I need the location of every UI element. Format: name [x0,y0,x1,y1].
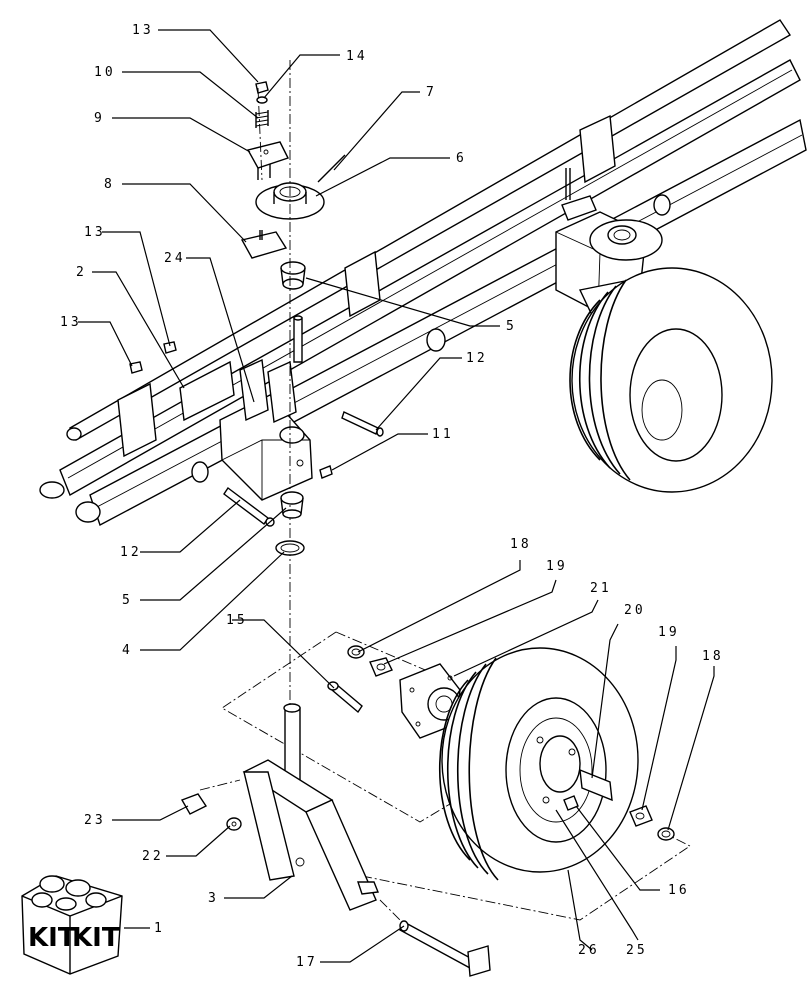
callout-10: 10 [94,65,116,80]
washer-22 [226,817,242,831]
bolt-12-upper [341,411,384,437]
callout-26: 26 [578,943,600,958]
pivot-bracket [219,358,313,501]
callout-17: 17 [296,955,318,970]
callout-4: 4 [122,643,133,658]
callout-15: 15 [226,613,248,628]
callout-12-upper: 12 [466,351,488,366]
callout-7: 7 [426,85,437,100]
callout-16: 16 [668,883,690,898]
callout-6: 6 [456,151,467,166]
callout-23: 23 [84,813,106,828]
nut-19-left [369,657,393,677]
phantom-box-upper [221,631,451,823]
fork-3 [242,703,379,911]
callout-13-mid: 13 [84,225,106,240]
callout-1: 1 [154,921,165,936]
nut-16 [563,795,579,811]
callout-5-upper: 5 [506,319,517,334]
callout-18-left: 18 [510,537,532,552]
wheel-26 [439,647,639,881]
callout-19-left: 19 [546,559,568,574]
nut-23 [180,793,208,815]
callout-5-lower: 5 [122,593,133,608]
callout-22: 22 [142,849,164,864]
callout-3: 3 [208,891,219,906]
kit-label-left: KIT [28,923,76,953]
retaining-ring [275,540,305,556]
nut-11 [319,465,333,479]
callout-2: 2 [76,265,87,280]
kit-label-right: KIT [72,923,120,953]
callout-20: 20 [624,603,646,618]
assembled-wheel [555,168,773,493]
callout-9: 9 [94,111,105,126]
callout-13-top: 13 [132,23,154,38]
kit-box: KIT KIT [21,875,123,975]
callout-8: 8 [104,177,115,192]
top-stack [240,81,346,290]
bushing-lower [280,491,304,519]
callout-21: 21 [590,581,612,596]
callout-12-lower: 12 [120,545,142,560]
callout-24: 24 [164,251,186,266]
cap-18-right [657,827,675,841]
pivot-pin [293,315,303,363]
callout-13-left: 13 [60,315,82,330]
phantom-lines [199,779,401,921]
leader-lines [78,29,715,963]
callout-11: 11 [432,427,454,442]
axle-bolt-17 [399,920,491,977]
stack-axis [257,87,263,181]
callout-19-right: 19 [658,625,680,640]
callout-labels: 13 14 10 9 7 6 8 13 24 2 13 5 12 11 12 5… [60,23,724,970]
callout-25: 25 [626,943,648,958]
bolt-15 [327,681,363,714]
nut-13-a [163,341,177,354]
cap-18-left [347,645,365,659]
nut-13-b [129,361,143,374]
callout-14: 14 [346,49,368,64]
phantom-box-top [335,631,431,673]
nut-19-right [629,805,653,827]
callout-18-right: 18 [702,649,724,664]
